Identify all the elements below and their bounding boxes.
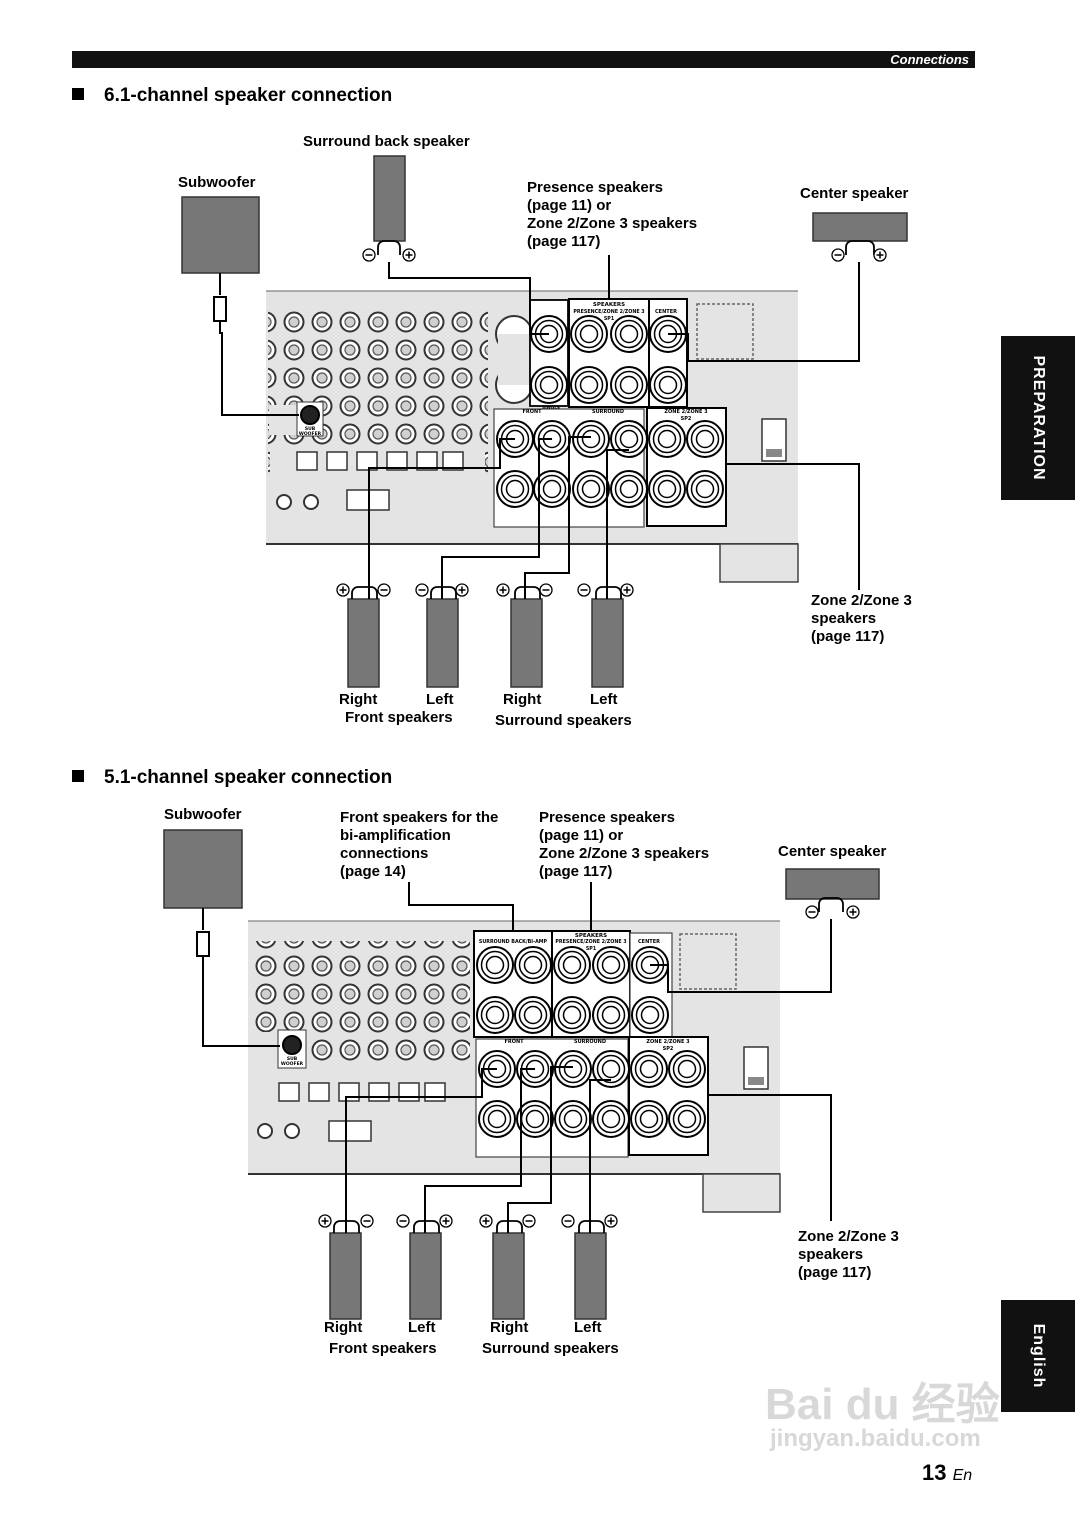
svg-text:SP2: SP2 — [663, 1046, 674, 1052]
header-section: Connections — [890, 52, 969, 67]
receiver-panel-2: SUB WOOFER SPEAKERS SURROUND BACK/BI-AMP… — [248, 920, 781, 1213]
wires-1 — [213, 255, 860, 599]
side-tab-preparation: PREPARATION — [1001, 336, 1075, 500]
svg-text:ZONE 2/ZONE 3: ZONE 2/ZONE 3 — [664, 409, 708, 415]
svg-text:SUB: SUB — [305, 426, 316, 432]
label-zone-speakers-1: Zone 2/Zone 3 speakers (page 117) — [811, 592, 912, 645]
svg-text:SURROUND BACK/BI-AMP: SURROUND BACK/BI-AMP — [479, 939, 548, 945]
label-surround-speakers-1: Surround speakers — [495, 712, 632, 729]
page-number: 13 En — [922, 1460, 973, 1485]
header-bar: Connections — [72, 51, 975, 68]
svg-text:SINGLE: SINGLE — [542, 405, 560, 411]
label-right-surround-1: Right — [503, 691, 542, 708]
label-front-biamp: Front speakers for the bi-amplification … — [340, 809, 499, 880]
svg-text:PRESENCE/ZONE 2/ZONE 3: PRESENCE/ZONE 2/ZONE 3 — [555, 939, 626, 945]
section1-title: 6.1-channel speaker connection — [72, 85, 392, 107]
svg-text:CENTER: CENTER — [638, 939, 660, 945]
svg-text:FRONT: FRONT — [504, 1039, 524, 1045]
label-right-front-2: Right — [324, 1319, 363, 1336]
watermark-brand: Bai du 经验 — [765, 1380, 1000, 1429]
svg-text:SP2: SP2 — [681, 416, 692, 422]
section2-title: 5.1-channel speaker connection — [72, 767, 392, 789]
label-left-front-1: Left — [426, 691, 454, 708]
svg-text:ZONE 2/ZONE 3: ZONE 2/ZONE 3 — [646, 1039, 690, 1045]
svg-text:SURROUND: SURROUND — [592, 409, 624, 415]
svg-text:SP1: SP1 — [604, 316, 614, 322]
svg-text:SURROUND: SURROUND — [574, 1039, 606, 1045]
svg-text:SPEAKERS: SPEAKERS — [593, 302, 625, 308]
label-subwoofer-1: Subwoofer — [178, 174, 256, 191]
label-right-surround-2: Right — [490, 1319, 529, 1336]
label-zone-speakers-2: Zone 2/Zone 3 speakers (page 117) — [798, 1228, 899, 1281]
label-center-speaker-1: Center speaker — [800, 185, 909, 202]
svg-text:FRONT: FRONT — [522, 409, 542, 415]
svg-text:CENTER: CENTER — [655, 309, 677, 315]
label-front-speakers-2: Front speakers — [329, 1340, 437, 1357]
svg-text:PRESENCE/ZONE 2/ZONE 3: PRESENCE/ZONE 2/ZONE 3 — [573, 309, 644, 315]
label-center-speaker-2: Center speaker — [778, 843, 887, 860]
label-surround-back-speaker: Surround back speaker — [303, 133, 470, 150]
wires-2 — [196, 882, 832, 1233]
svg-text:SPEAKERS: SPEAKERS — [575, 933, 607, 939]
svg-text:SUB: SUB — [287, 1056, 298, 1062]
side-tab-english: English — [1001, 1300, 1075, 1412]
label-presence-speakers-1: Presence speakers (page 11) or Zone 2/Zo… — [527, 179, 698, 250]
label-subwoofer-2: Subwoofer — [164, 806, 242, 823]
svg-text:WOOFER: WOOFER — [299, 431, 322, 437]
label-right-front-1: Right — [339, 691, 378, 708]
svg-text:SP1: SP1 — [586, 946, 596, 952]
section1-bullet — [72, 88, 84, 100]
label-left-surround-2: Left — [574, 1319, 602, 1336]
watermark-url: jingyan.baidu.com — [770, 1425, 981, 1452]
label-front-speakers-1: Front speakers — [345, 709, 453, 726]
label-surround-speakers-2: Surround speakers — [482, 1340, 619, 1357]
label-presence-speakers-2: Presence speakers (page 11) or Zone 2/Zo… — [539, 809, 710, 880]
label-left-front-2: Left — [408, 1319, 436, 1336]
label-left-surround-1: Left — [590, 691, 618, 708]
section2-bullet — [72, 770, 84, 782]
svg-text:WOOFER: WOOFER — [281, 1061, 304, 1067]
